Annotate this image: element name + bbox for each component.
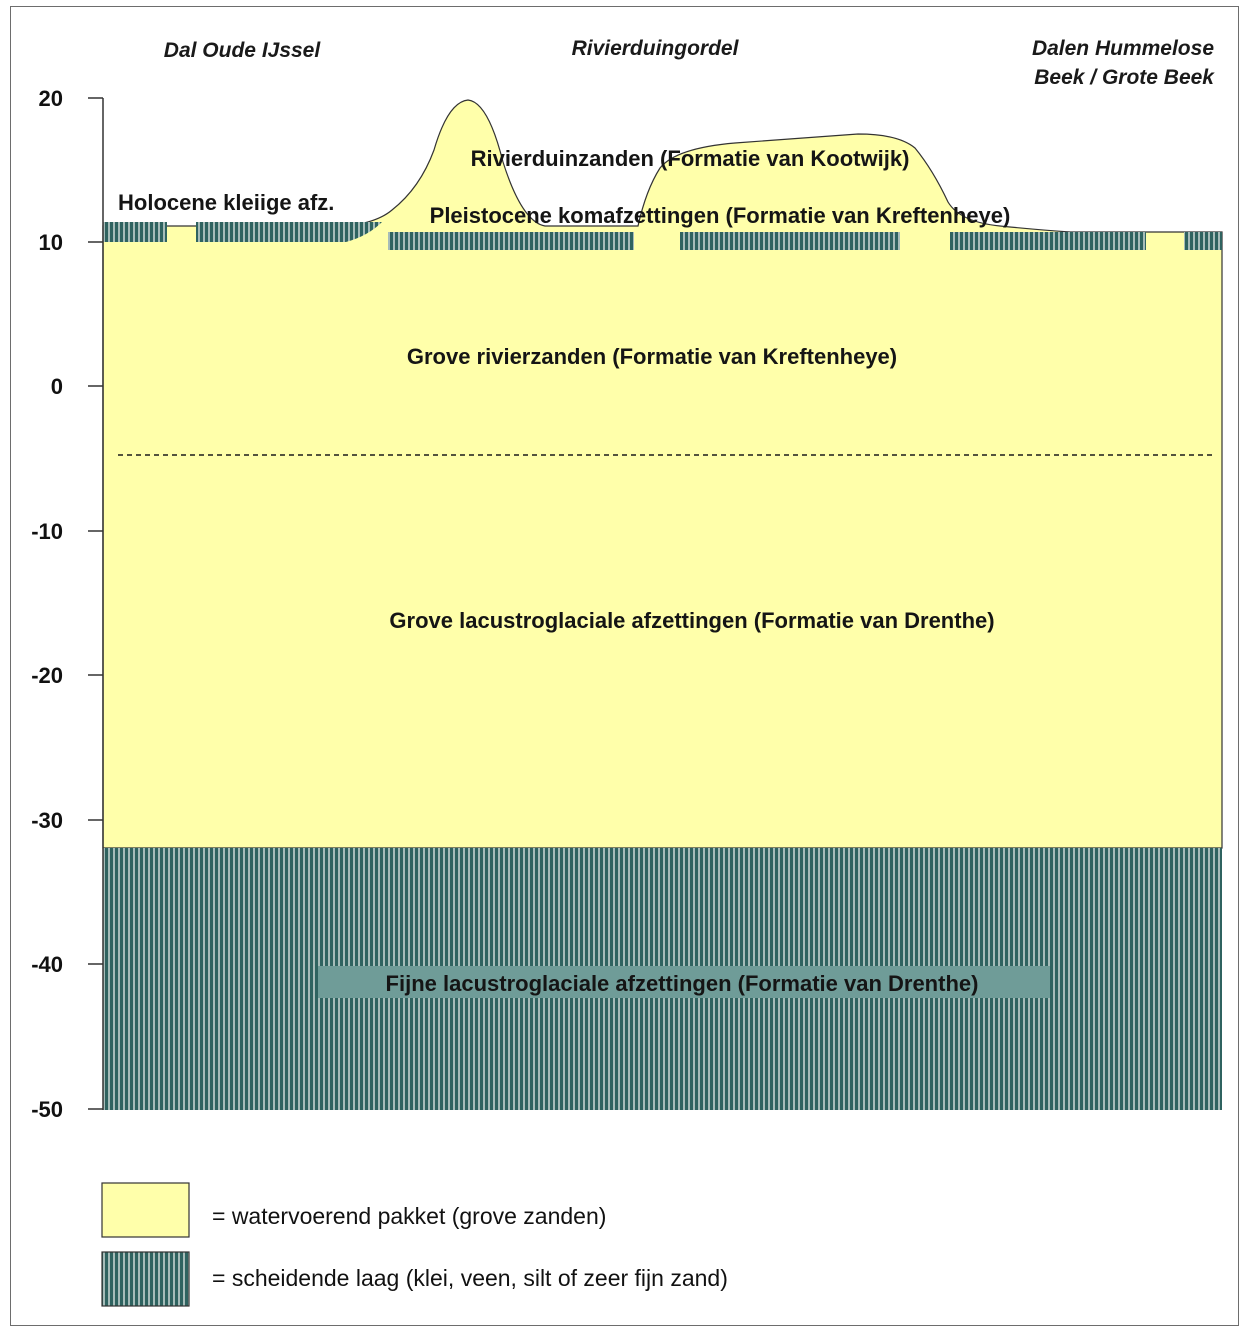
legend-swatch-aquifer (101, 1182, 190, 1238)
region-label-right-line1: Dalen Hummelose (1032, 37, 1214, 60)
region-label-right-line2: Beek / Grote Beek (1034, 66, 1215, 89)
clay-lens-4 (680, 232, 900, 250)
tick-label-minus-40: -40 (31, 952, 63, 977)
tick-label-0: 0 (51, 374, 63, 399)
layer-label-holocene: Holocene kleiige afz. (118, 190, 334, 215)
clay-lens-6 (1184, 232, 1222, 250)
tick-label-20: 20 (39, 86, 63, 111)
legend-label-aquifer: = watervoerend pakket (grove zanden) (212, 1203, 606, 1229)
aquifer-body (102, 99, 1223, 849)
layer-label-grove-lacustro: Grove lacustroglaciale afzettingen (Form… (389, 608, 994, 633)
clay-lens-3 (388, 232, 634, 250)
clay-lens-1 (103, 222, 167, 242)
legend-swatch-separating (101, 1251, 190, 1307)
layer-label-pleistocene: Pleistocene komafzettingen (Formatie van… (430, 203, 1011, 228)
layer-label-fijne-lacustro: Fijne lacustroglaciale afzettingen (Form… (386, 971, 979, 996)
tick-label-minus-20: -20 (31, 663, 63, 688)
legend-label-separating: = scheidende laag (klei, veen, silt of z… (212, 1265, 728, 1291)
layer-label-grove-rivierzanden: Grove rivierzanden (Formatie van Kreften… (407, 344, 897, 369)
tick-label-minus-10: -10 (31, 519, 63, 544)
label-highlight-fijne-lacustro (318, 966, 1050, 998)
clay-lens-2 (196, 222, 382, 242)
layer-label-rivierduinzanden: Rivierduinzanden (Formatie van Kootwijk) (471, 146, 910, 171)
tick-label-minus-50: -50 (31, 1097, 63, 1122)
tick-label-10: 10 (39, 230, 63, 255)
tick-label-minus-30: -30 (31, 808, 63, 833)
clay-lens-5 (950, 232, 1146, 250)
region-label-center: Rivierduingordel (572, 37, 740, 60)
region-label-left: Dal Oude IJssel (164, 39, 322, 62)
y-axis-ticks (88, 97, 103, 1110)
